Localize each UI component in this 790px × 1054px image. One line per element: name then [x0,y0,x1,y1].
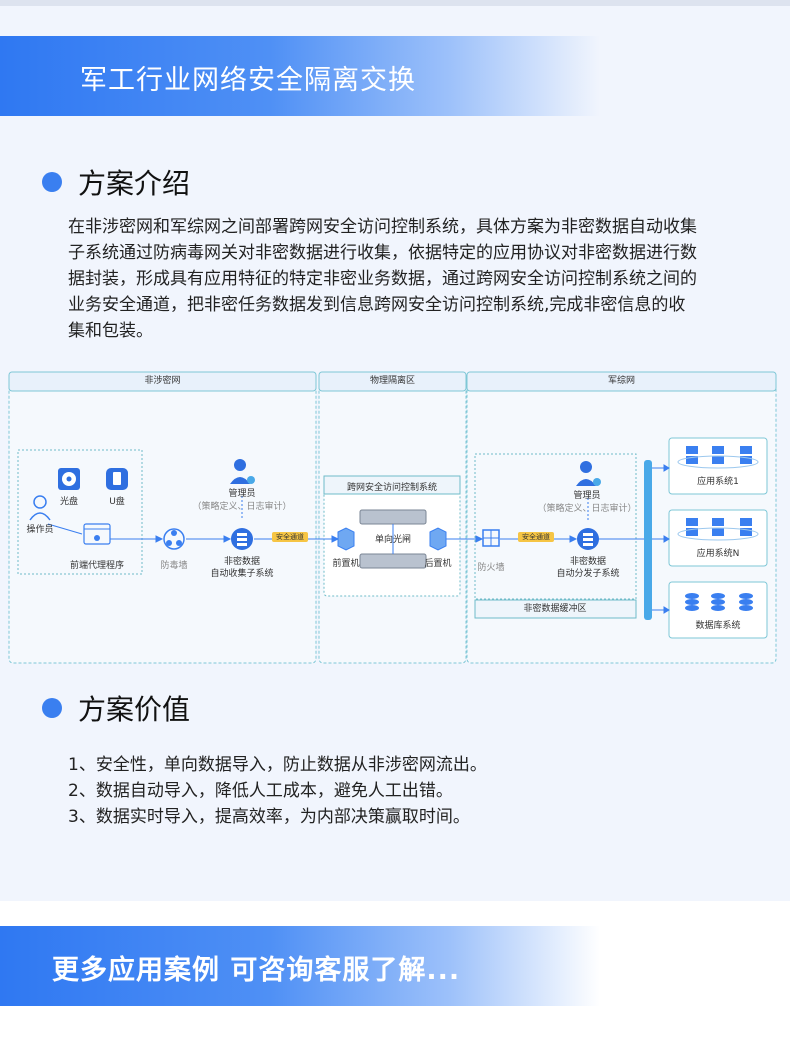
value-item: 3、数据实时导入，提高效率，为内部决策赢取时间。 [68,807,470,827]
intro-line: 集和包装。 [68,321,153,341]
intro-line: 据封装，形成具有应用特征的特定非密业务数据，通过跨网安全访问控制系统之间的 [68,269,697,289]
app1-label: 应用系统1 [697,477,739,487]
zone-right-title: 军综网 [607,376,635,386]
top-strip [0,0,790,6]
front-machine-label: 前置机 [332,559,360,569]
right-channel-tag: 安全通道 [518,532,554,542]
section-intro-heading: 方案介绍 [42,162,190,202]
left-admin-note: （策略定义、日志审计） [192,502,292,512]
collector-label-2: 自动收集子系统 [210,569,274,579]
value-item: 2、数据自动导入，降低人工成本，避免人工出错。 [68,781,453,801]
value-item: 1、安全性，单向数据导入，防止数据从非涉密网流出。 [68,755,487,775]
network-diagram: 非涉密网 物理隔离区 军综网 操作员 光盘 U盘 前端代理程序 防毒墙 管理员 … [0,364,790,668]
value-list: 1、安全性，单向数据导入，防止数据从非涉密网流出。 2、数据自动导入，降低人工成… [68,752,487,830]
diagram-graphics [8,371,777,664]
right-admin-label: 管理员 [573,491,601,501]
distributor-label-1: 非密数据 [569,557,607,567]
antivirus-label: 防毒墙 [160,561,188,571]
buffer-label: 非密数据缓冲区 [523,604,587,614]
left-admin-label: 管理员 [228,489,256,499]
distributor-label-2: 自动分发子系统 [556,569,620,579]
intro-line: 业务安全通道，把非密任务数据发到信息跨网安全访问控制系统,完成非密信息的收 [68,295,686,315]
intro-paragraph: 在非涉密网和军综网之间部署跨网安全访问控制系统，具体方案为非密数据自动收集 子系… [68,214,738,344]
usb-label: U盘 [109,497,125,507]
gate-label: 单向光闸 [374,535,412,545]
appn-label: 应用系统N [696,549,740,559]
banner-title: 军工行业网络安全隔离交换 [80,65,416,96]
disc-label: 光盘 [59,497,79,507]
left-channel-tag: 安全通道 [272,532,308,542]
footer-banner: 更多应用案例 可咨询客服了解... [0,926,600,1006]
operator-label: 操作员 [26,525,54,535]
rear-machine-label: 后置机 [424,559,452,569]
bullet-dot [42,172,62,192]
bullet-dot [42,698,62,718]
firewall-label: 防火墙 [477,563,505,573]
intro-line: 子系统通过防病毒网关对非密数据进行收集，依据特定的应用协议对非密数据进行数 [68,243,697,263]
zone-left-title: 非涉密网 [144,376,181,386]
header-banner: 军工行业网络安全隔离交换 [0,36,600,116]
frontend-label: 前端代理程序 [69,561,125,571]
footer-banner-title: 更多应用案例 可咨询客服了解... [52,955,461,986]
section-value-title: 方案价值 [78,693,191,726]
right-admin-note: （策略定义、日志审计） [537,504,637,514]
intro-line: 在非涉密网和军综网之间部署跨网安全访问控制系统，具体方案为非密数据自动收集 [68,217,697,237]
access-control-system-label: 跨网安全访问控制系统 [346,483,438,493]
database-label: 数据库系统 [695,621,741,631]
section-intro-title: 方案介绍 [78,167,191,200]
zone-middle-title: 物理隔离区 [369,376,415,386]
section-value-heading: 方案价值 [42,688,190,728]
collector-label-1: 非密数据 [223,557,261,567]
